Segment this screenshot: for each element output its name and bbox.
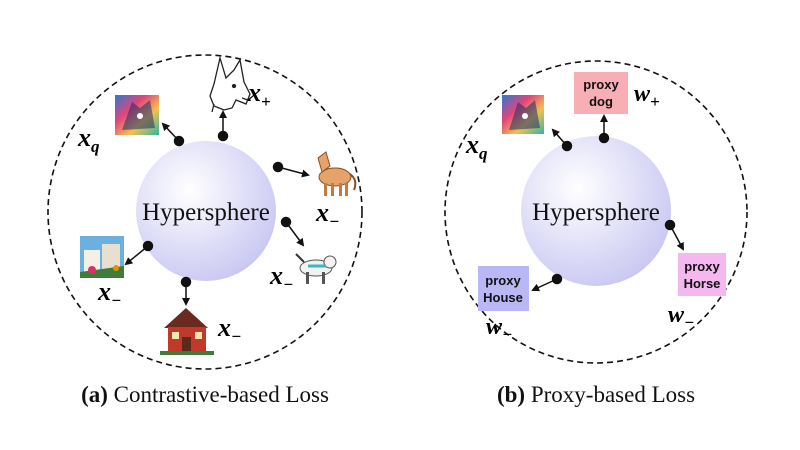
arrow-to-query [161, 122, 180, 142]
label-w-positive: w+ [634, 81, 660, 111]
proxy-house-box: proxy House [478, 266, 529, 311]
proxy-house-line2: House [483, 290, 523, 305]
label-x-negative-toy: x− [269, 261, 293, 294]
outer-dashed-circle [47, 54, 363, 370]
query-image [502, 95, 544, 134]
hypersphere-label: Hypersphere [142, 199, 270, 226]
panel-b: Hypersphere proxy dog proxy Horse [444, 60, 748, 407]
label-x-negative-house: x− [217, 313, 241, 346]
proxy-house-line1: proxy [485, 273, 521, 288]
label-x-positive: x+ [247, 78, 271, 111]
proxy-horse-line2: Horse [684, 276, 721, 291]
hypersphere [521, 136, 671, 286]
proxy-dog-line1: proxy [583, 77, 619, 92]
dog-sketch-image [209, 55, 251, 113]
label-x-negative-village: x− [97, 277, 121, 310]
arrow-to-proxy-house [531, 278, 558, 292]
caption-b: (b) Proxy-based Loss [497, 382, 695, 407]
hypersphere-label: Hypersphere [532, 199, 660, 226]
arrow-to-query [551, 128, 568, 147]
arrow-to-village [124, 245, 149, 266]
proxy-dog-box: proxy dog [574, 72, 628, 114]
label-x-query: xq [77, 123, 100, 156]
red-house-image [160, 308, 214, 355]
proxy-horse-line1: proxy [684, 259, 720, 274]
hypersphere [136, 141, 276, 281]
arrow-to-horse [277, 166, 310, 178]
embedding-arrows [531, 114, 684, 292]
village-painting-image [80, 236, 124, 278]
label-x-query: xq [465, 130, 488, 163]
toy-horse-image [295, 253, 337, 284]
caption-a: (a) Contrastive-based Loss [81, 382, 329, 407]
label-w-negative-house: w− [486, 314, 512, 344]
panel-a: Hypersphere [47, 54, 363, 407]
label-w-negative-horse: w− [668, 302, 694, 332]
embedding-arrows [124, 110, 310, 306]
arrow-to-proxy-horse [669, 224, 684, 251]
arrow-to-horse2 [285, 221, 305, 247]
proxy-horse-box: proxy Horse [678, 253, 726, 296]
outer-dashed-circle [444, 60, 748, 364]
label-x-negative-horse: x− [315, 198, 339, 231]
horse-cartoon-image [317, 151, 357, 196]
query-image [115, 95, 159, 135]
proxy-dog-line2: dog [589, 94, 613, 109]
